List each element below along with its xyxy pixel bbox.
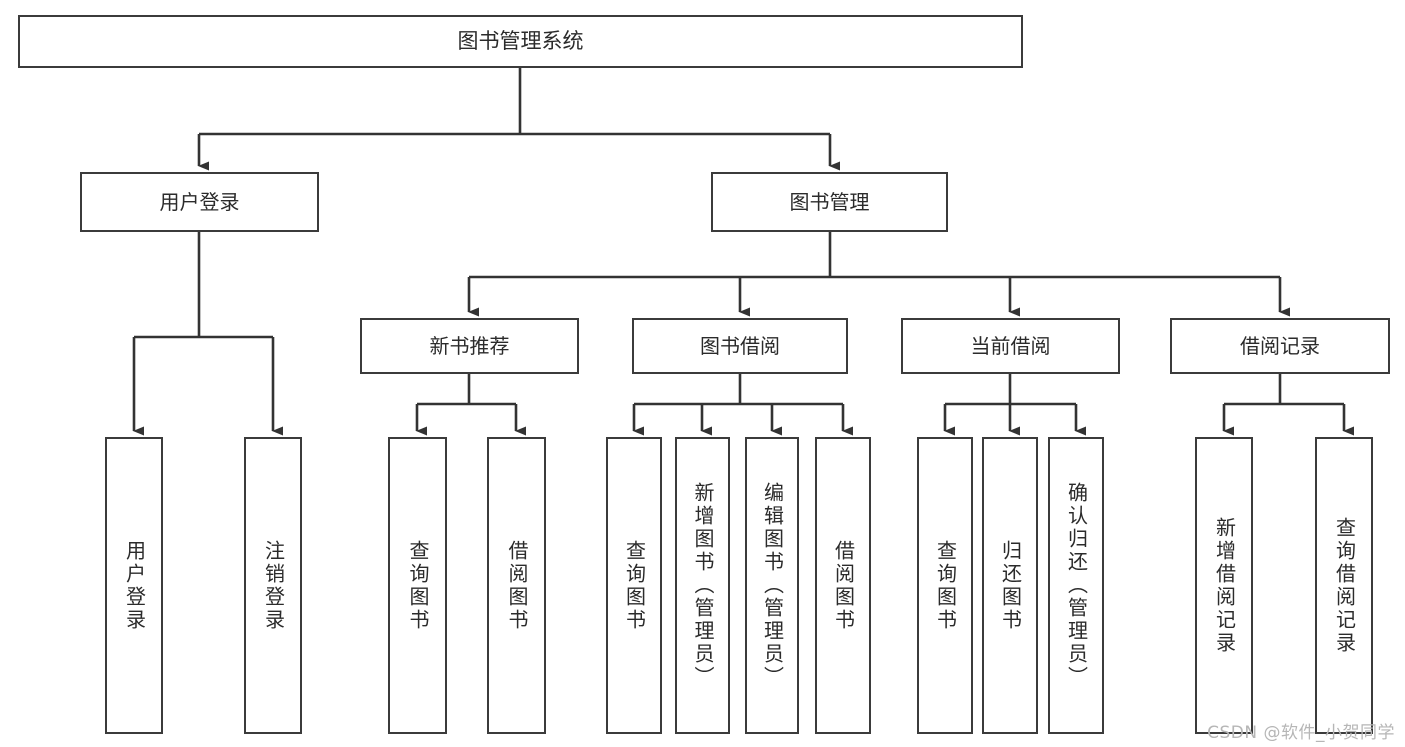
node-current-borrow[interactable]: 当前借阅: [901, 318, 1120, 374]
leaf-user-login-label: 用户登录: [122, 539, 147, 632]
leaf-confirm-return-label: 确认归还（管理员）: [1064, 482, 1089, 689]
leaf-edit-book-label: 编辑图书（管理员）: [760, 482, 785, 689]
leaf-logout-login-label: 注销登录: [261, 539, 286, 632]
leaf-query-book-rec[interactable]: 查询图书: [388, 437, 447, 734]
leaf-borrow-book[interactable]: 借阅图书: [815, 437, 871, 734]
node-book-borrow-label: 图书借阅: [700, 333, 780, 358]
node-root[interactable]: 图书管理系统: [18, 15, 1023, 68]
node-borrow-record[interactable]: 借阅记录: [1170, 318, 1390, 374]
node-book-manage[interactable]: 图书管理: [711, 172, 948, 232]
leaf-query-book-borrow[interactable]: 查询图书: [606, 437, 662, 734]
node-borrow-record-label: 借阅记录: [1240, 333, 1320, 358]
leaf-query-record[interactable]: 查询借阅记录: [1315, 437, 1373, 734]
leaf-confirm-return[interactable]: 确认归还（管理员）: [1048, 437, 1104, 734]
leaf-borrow-book-rec-label: 借阅图书: [505, 539, 529, 632]
leaf-add-book-label: 新增图书（管理员）: [691, 482, 715, 689]
node-user-login-label: 用户登录: [159, 189, 240, 214]
leaf-query-record-label: 查询借阅记录: [1332, 516, 1357, 655]
leaf-query-book-current-label: 查询图书: [933, 539, 958, 632]
leaf-user-login[interactable]: 用户登录: [105, 437, 163, 734]
leaf-borrow-book-rec[interactable]: 借阅图书: [487, 437, 546, 734]
leaf-add-record-label: 新增借阅记录: [1212, 516, 1237, 655]
leaf-logout-login[interactable]: 注销登录: [244, 437, 302, 734]
leaf-query-book-current[interactable]: 查询图书: [917, 437, 973, 734]
node-root-label: 图书管理系统: [457, 29, 584, 54]
leaf-return-book-label: 归还图书: [998, 539, 1023, 632]
watermark-text: CSDN @软件_小贺同学: [1207, 723, 1395, 743]
node-new-book-rec-label: 新书推荐: [429, 333, 510, 358]
node-new-book-rec[interactable]: 新书推荐: [360, 318, 579, 374]
leaf-edit-book[interactable]: 编辑图书（管理员）: [745, 437, 799, 734]
leaf-add-book[interactable]: 新增图书（管理员）: [675, 437, 730, 734]
node-book-manage-label: 图书管理: [789, 189, 870, 214]
node-current-borrow-label: 当前借阅: [970, 333, 1051, 358]
leaf-query-book-borrow-label: 查询图书: [622, 539, 647, 632]
leaf-return-book[interactable]: 归还图书: [982, 437, 1038, 734]
node-book-borrow[interactable]: 图书借阅: [632, 318, 848, 374]
leaf-add-record[interactable]: 新增借阅记录: [1195, 437, 1253, 734]
leaf-borrow-book-label: 借阅图书: [831, 539, 856, 632]
leaf-query-book-rec-label: 查询图书: [406, 539, 430, 632]
node-user-login[interactable]: 用户登录: [80, 172, 319, 232]
